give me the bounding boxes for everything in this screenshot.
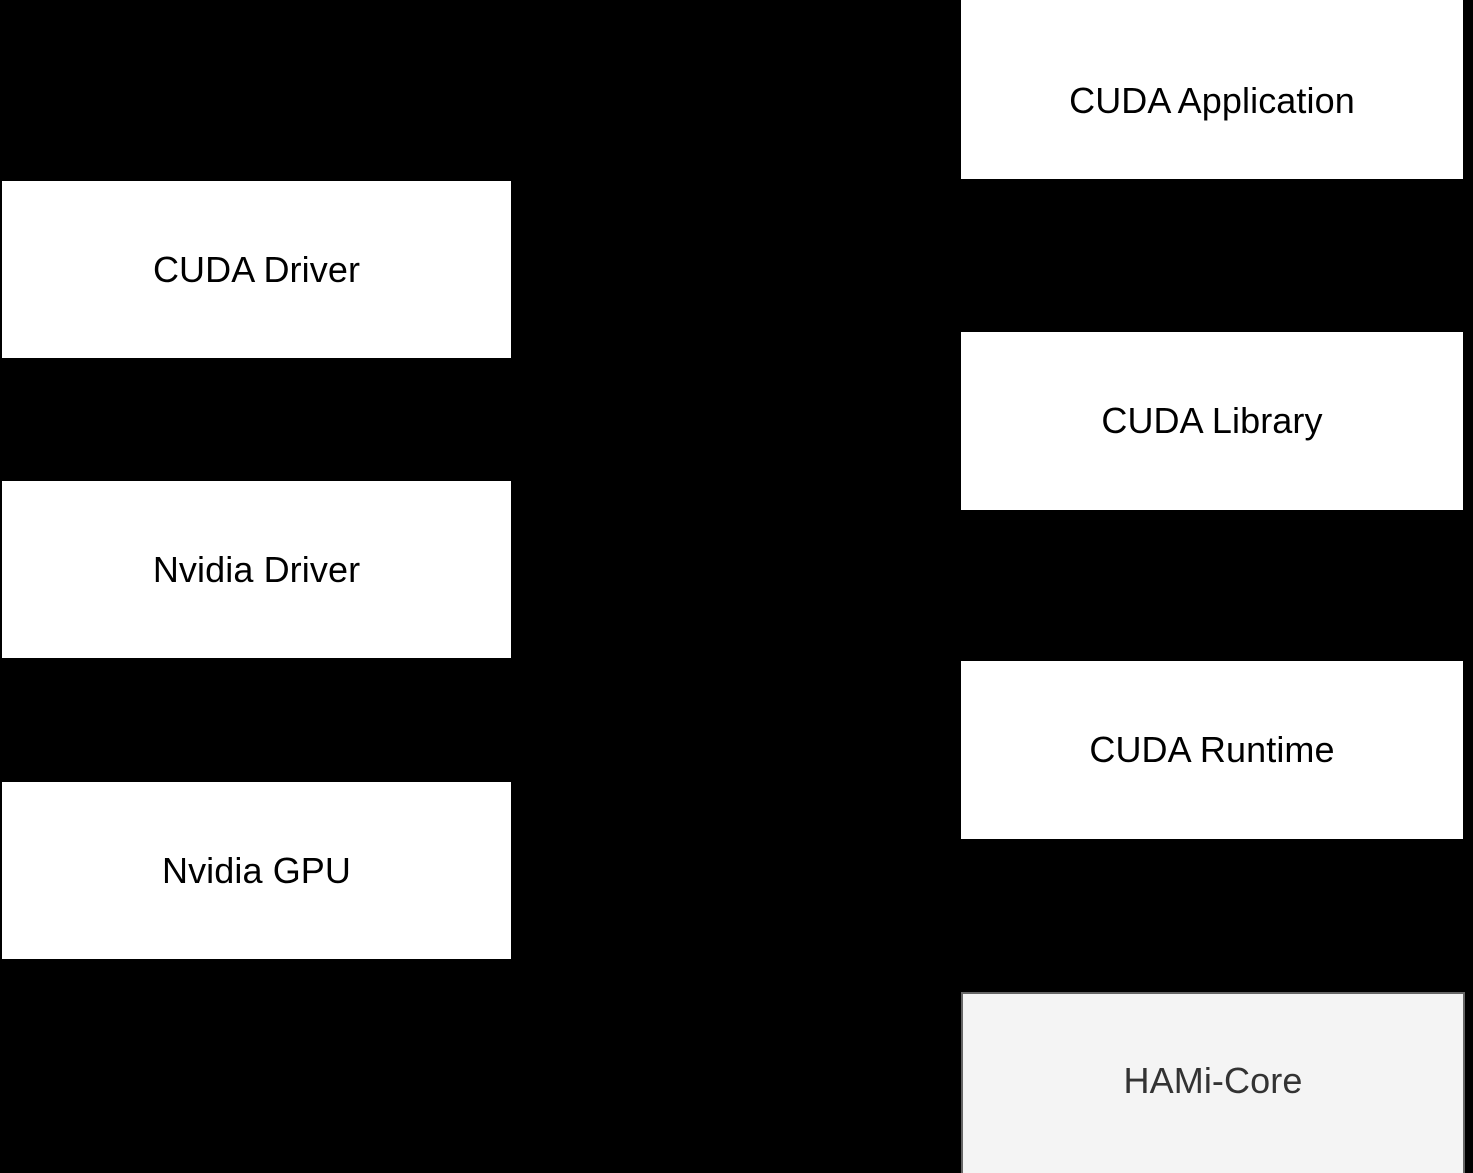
node-hami-core-label: HAMi-Core: [1123, 1060, 1303, 1102]
node-cuda-runtime[interactable]: CUDA Runtime: [961, 661, 1463, 839]
node-hami-core[interactable]: HAMi-Core: [961, 992, 1465, 1173]
node-cuda-driver-label: CUDA Driver: [152, 248, 361, 290]
node-nvidia-driver[interactable]: Nvidia Driver: [2, 481, 511, 658]
node-cuda-library[interactable]: CUDA Library: [961, 332, 1463, 510]
node-cuda-library-label: CUDA Library: [1101, 400, 1323, 442]
node-cuda-application[interactable]: CUDA Application: [961, 0, 1463, 179]
node-cuda-runtime-label: CUDA Runtime: [1089, 729, 1335, 771]
node-nvidia-gpu-label: Nvidia GPU: [161, 849, 352, 891]
node-nvidia-gpu[interactable]: Nvidia GPU: [2, 782, 511, 959]
node-cuda-application-label: CUDA Application: [1069, 79, 1355, 121]
node-cuda-driver[interactable]: CUDA Driver: [2, 181, 511, 358]
node-nvidia-driver-label: Nvidia Driver: [152, 548, 361, 590]
